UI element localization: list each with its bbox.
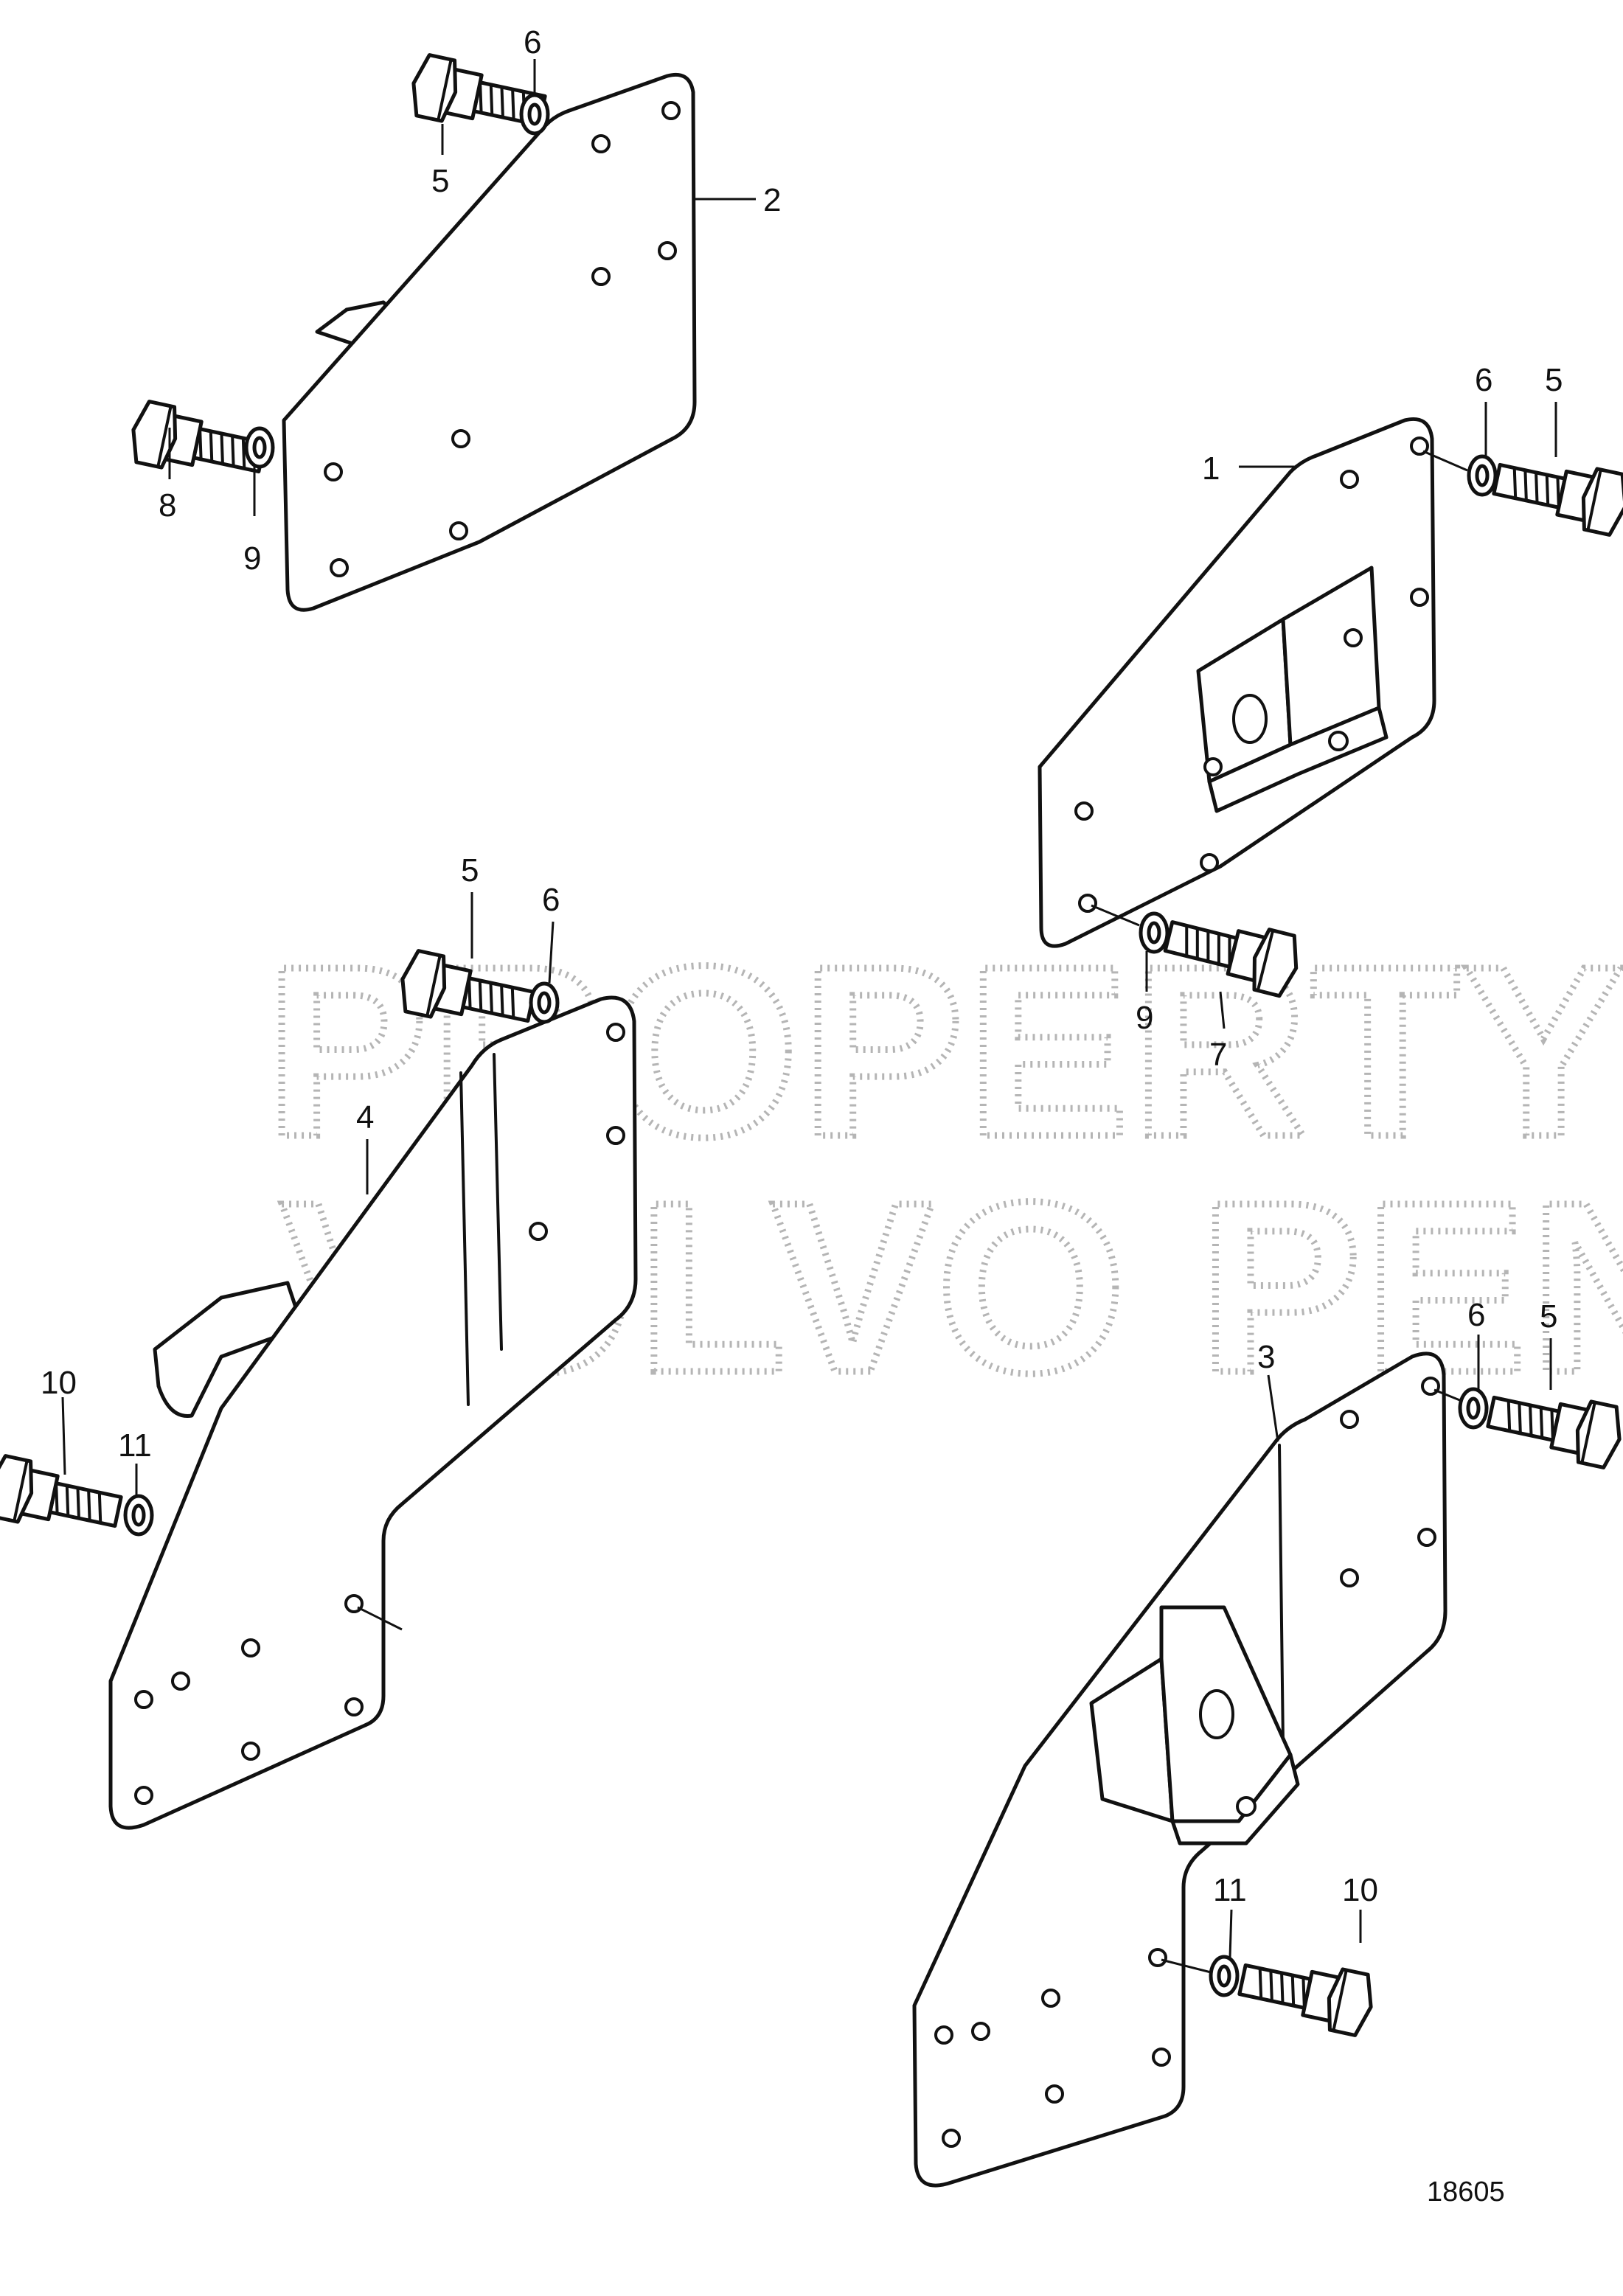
washer-6-middle — [531, 984, 557, 1022]
callout-leaders — [61, 59, 1557, 1958]
washer-6-right — [1469, 456, 1495, 495]
callout-9: 9 — [243, 540, 261, 577]
bolt-10-left — [0, 1454, 125, 1542]
callout-8: 8 — [159, 487, 176, 523]
fasteners — [0, 53, 1623, 2037]
bracket-part-1 — [1038, 417, 1436, 948]
bracket-part-4 — [108, 995, 638, 1830]
callout-5: 5 — [1540, 1298, 1557, 1335]
callout-10: 10 — [41, 1365, 77, 1401]
callout-5: 5 — [431, 163, 449, 199]
washer-11-lower — [1211, 1957, 1237, 1995]
callout-11: 11 — [1213, 1872, 1247, 1908]
callout-4: 4 — [356, 1099, 374, 1135]
bolt-5-right — [1490, 449, 1623, 537]
washer-11-left — [125, 1496, 152, 1534]
callout-9: 9 — [1136, 1000, 1153, 1036]
washer-9-top — [246, 428, 273, 467]
callout-labels: 6 5 2 8 9 1 6 5 9 7 5 6 4 10 11 3 6 5 11… — [41, 24, 1563, 1908]
bracket-part-3 — [912, 1351, 1448, 2188]
callout-3: 3 — [1257, 1339, 1275, 1375]
washer-9-right — [1141, 914, 1167, 952]
callout-11: 11 — [118, 1427, 152, 1464]
callout-6: 6 — [1467, 1297, 1485, 1333]
callout-1: 1 — [1202, 450, 1220, 487]
figure-number: 18605 — [1427, 2177, 1505, 2208]
callout-7: 7 — [1209, 1037, 1227, 1073]
callout-10: 10 — [1342, 1872, 1378, 1908]
callout-6: 6 — [542, 882, 560, 918]
bolt-10-lower — [1236, 1949, 1377, 2037]
callout-6: 6 — [1475, 362, 1492, 398]
callout-6: 6 — [524, 24, 541, 60]
washer-6-lower — [1460, 1389, 1487, 1427]
callout-5: 5 — [1545, 362, 1563, 398]
callout-2: 2 — [763, 182, 781, 218]
washer-6-top — [521, 95, 548, 133]
callout-5: 5 — [461, 852, 479, 888]
plate-part-2 — [282, 72, 697, 612]
